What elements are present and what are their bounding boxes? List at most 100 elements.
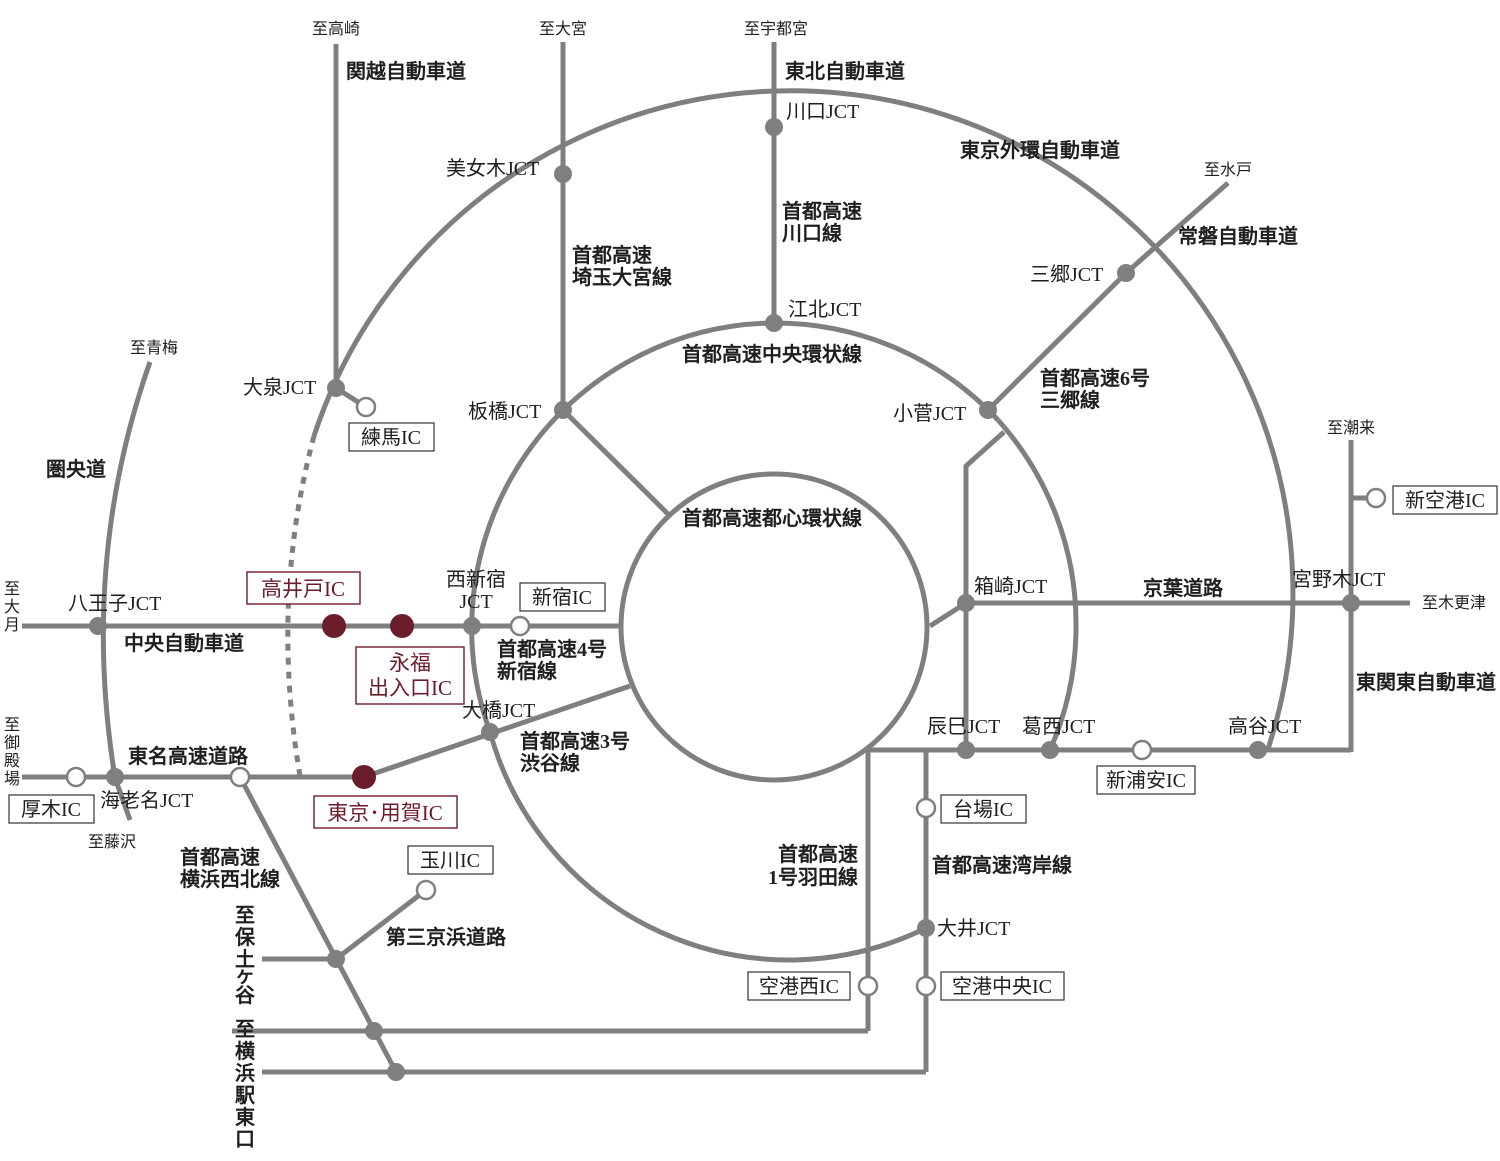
label-koya-jct: 高谷JCT [1228, 715, 1301, 738]
dest-mito: 至水戸 [1204, 161, 1252, 179]
ic-label-boxes: 練馬IC 新空港IC 新宿IC 新浦安IC 厚木IC 台場IC 玉川IC 空港西… [8, 422, 1498, 1001]
jct-kohoku[interactable] [765, 314, 783, 332]
ic-kuko-chuo-dot[interactable] [915, 975, 937, 997]
jct-bijogi[interactable] [554, 165, 572, 183]
jct-kasai[interactable] [1041, 741, 1059, 759]
ic-daiba-label: 台場IC [953, 798, 1013, 821]
jct-ohashi[interactable] [481, 723, 499, 741]
road-yokohama-seihoku-1: 首都高速 [180, 845, 260, 869]
ic-tomei-dot[interactable] [229, 766, 251, 788]
label-ebina-jct: 海老名JCT [100, 789, 193, 812]
jct-nishishinjuku[interactable] [463, 617, 481, 635]
misato-line [986, 271, 1128, 412]
jct-hodogaya[interactable] [327, 950, 345, 968]
ken-o-line [100, 361, 153, 821]
road-wangan: 首都高速湾岸線 [932, 853, 1072, 877]
ic-eifuku-dot[interactable] [390, 614, 414, 638]
ic-tokyo-yoga-dot[interactable] [352, 765, 376, 789]
dest-itako: 至潮来 [1327, 419, 1375, 437]
road-tomei: 東名高速道路 [128, 744, 249, 768]
road-haneda-2: 1号羽田線 [768, 865, 858, 889]
road-misato-1: 首都高速6号 [1040, 366, 1150, 390]
ic-takaido-label: 高井戸IC [261, 577, 345, 601]
ic-kuko-nishi-dot[interactable] [857, 975, 879, 997]
junction-labels: 川口JCT 美女木JCT 三郷JCT 江北JCT 大泉JCT 板橋JCT 小菅J… [68, 101, 1385, 940]
jct-bottom-1[interactable] [365, 1022, 383, 1040]
ic-shinkuko-dot[interactable] [1365, 487, 1387, 509]
jct-ebina[interactable] [106, 768, 124, 786]
gaikan-ring [311, 87, 1296, 750]
junction-dots [89, 118, 1360, 1081]
dest-hodogaya-5: 谷 [235, 984, 256, 1007]
dest-hodogaya-4: ヶ [235, 965, 255, 987]
jct-tatsumi[interactable] [957, 741, 975, 759]
jct-bottom-2[interactable] [387, 1063, 405, 1081]
ic-nerima-label: 練馬IC [361, 426, 421, 449]
road-daisan-keihin: 第三京浜道路 [386, 925, 507, 949]
ic-eifuku-label-1: 永福 [389, 651, 431, 675]
dest-omiya: 至大宮 [539, 20, 587, 38]
ic-atsugi-dot[interactable] [65, 766, 87, 788]
ic-takaido-dot[interactable] [322, 614, 346, 638]
ic-tamagawa-label: 玉川IC [420, 850, 480, 872]
label-nishishinjuku-jct-1: 西新宿 [446, 568, 506, 591]
jct-itabashi[interactable] [554, 401, 572, 419]
highlighted-ic-labels: 高井戸IC 永福 出入口IC 東京･用賀IC [246, 571, 465, 829]
road-shinjuku-1: 首都高速4号 [497, 637, 607, 661]
dest-yokohama-4: 駅 [234, 1084, 255, 1107]
road-chuo: 中央自動車道 [124, 631, 244, 655]
dest-hodogaya-2: 保 [234, 926, 256, 949]
road-kan-etsu: 関越自動車道 [346, 59, 466, 83]
ic-daiba-dot[interactable] [915, 797, 937, 819]
road-shinjuku-2: 新宿線 [497, 659, 557, 683]
jct-miyanogi[interactable] [1342, 594, 1360, 612]
label-misato-jct: 三郷JCT [1030, 263, 1103, 286]
ic-kuko-nishi-label: 空港西IC [759, 975, 839, 998]
road-misato-2: 三郷線 [1040, 388, 1100, 412]
road-yokohama-seihoku-2: 横浜西北線 [180, 867, 280, 891]
dest-hodogaya-1: 至 [235, 905, 255, 927]
jct-hakozaki[interactable] [957, 594, 975, 612]
dest-yokohama-2: 横 [235, 1039, 256, 1063]
jct-kawaguchi[interactable] [765, 118, 783, 136]
dest-otsuki-2: 大 [4, 598, 20, 616]
road-kawaguchi-2: 川口線 [781, 221, 842, 245]
jct-hachioji[interactable] [89, 617, 107, 635]
yokohama-seihoku-line [237, 775, 399, 1074]
dest-gotemba-3: 殿 [4, 752, 20, 770]
dest-utsunomiya: 至宇都宮 [744, 20, 808, 38]
jct-koya[interactable] [1249, 741, 1267, 759]
daisan-keihin-line [334, 888, 428, 961]
ic-tokyo-yoga-label: 東京･用賀IC [327, 801, 443, 825]
road-saitama-omiya-2: 埼玉大宮線 [572, 265, 672, 289]
road-shibuya-1: 首都高速3号 [520, 729, 630, 753]
label-ohashi-jct: 大橋JCT [462, 699, 535, 722]
road-shibuya-2: 渋谷線 [520, 751, 580, 775]
ic-nerima-dot[interactable] [355, 396, 377, 418]
road-labels: 関越自動車道 東北自動車道 東京外環自動車道 常磐自動車道 首都高速 埼玉大宮線… [46, 59, 1496, 949]
road-central-loop: 首都高速中央環状線 [682, 342, 862, 366]
ic-tamagawa-dot[interactable] [415, 879, 437, 901]
dest-yokohama-5: 東 [235, 1106, 255, 1129]
label-kasai-jct: 葛西JCT [1022, 715, 1095, 738]
ic-shinjuku-dot[interactable] [509, 615, 531, 637]
jct-misato[interactable] [1117, 264, 1135, 282]
label-kosuge-jct: 小菅JCT [893, 402, 966, 425]
ic-shin-urayasu-dot[interactable] [1131, 739, 1153, 761]
label-tatsumi-jct: 辰巳JCT [927, 716, 1000, 738]
jct-oizumi[interactable] [327, 379, 345, 397]
label-bijogi-jct: 美女木JCT [446, 157, 539, 180]
label-hachioji-jct: 八王子JCT [68, 593, 161, 615]
jct-kosuge[interactable] [979, 401, 997, 419]
dest-gotemba-2: 御 [4, 734, 20, 752]
highlighted-ic-dots [322, 614, 414, 789]
road-inner-loop: 首都高速都心環状線 [682, 506, 862, 530]
inner-loop [618, 471, 930, 783]
ic-atsugi-label: 厚木IC [21, 798, 81, 821]
road-ken-o: 圏央道 [46, 457, 106, 481]
jct-oi[interactable] [917, 919, 935, 937]
itabashi-connector [561, 408, 670, 516]
ic-eifuku-label-2: 出入口IC [368, 676, 452, 700]
road-kawaguchi-1: 首都高速 [782, 199, 862, 223]
